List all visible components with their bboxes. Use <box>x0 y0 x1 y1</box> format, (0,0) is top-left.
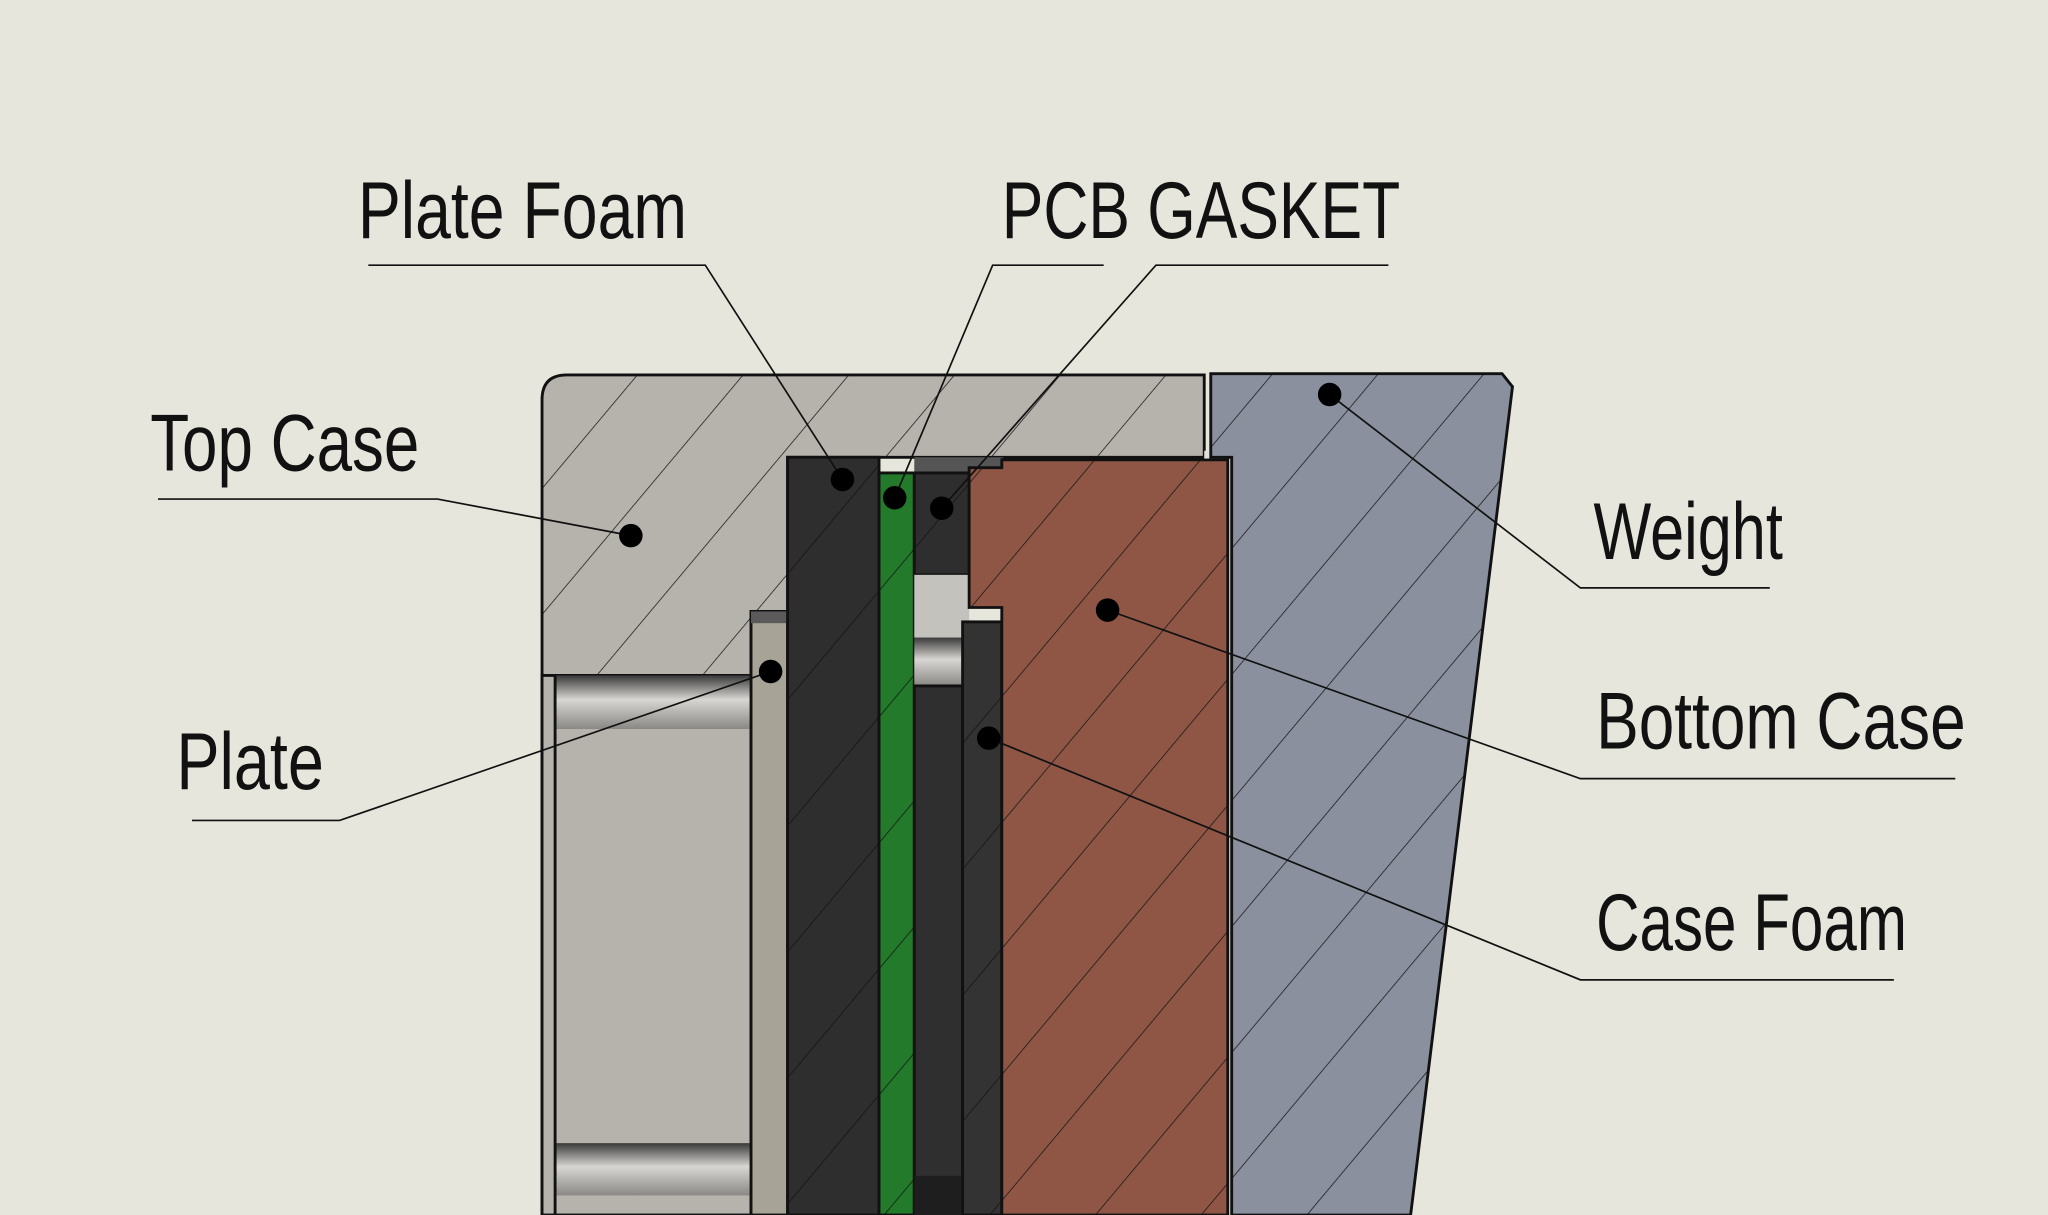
svg-text:PCB GASKET: PCB GASKET <box>1002 166 1400 256</box>
svg-text:Weight: Weight <box>1593 487 1782 577</box>
svg-text:Bottom Case: Bottom Case <box>1596 677 1966 767</box>
svg-text:Plate Foam: Plate Foam <box>358 166 687 256</box>
svg-text:Case Foam: Case Foam <box>1596 878 1907 968</box>
callout-plate: Plate <box>176 659 783 822</box>
bottom-case-part <box>967 450 1231 1215</box>
callout-dot-pcb <box>882 486 907 510</box>
callout-case-foam: Case Foam <box>976 726 1907 981</box>
callout-dot <box>1317 382 1342 407</box>
callout-dot <box>1095 598 1120 622</box>
callout-dot-gasket <box>929 496 954 520</box>
callout-dot <box>619 523 643 548</box>
callout-plate-foam: Plate Foam <box>358 166 855 492</box>
callout-dot <box>976 726 1001 750</box>
callout-bottom-case: Bottom Case <box>1095 598 1966 780</box>
weight-part <box>1209 372 1514 1215</box>
pcb-part <box>877 457 1004 1215</box>
plate-foam-part <box>786 455 881 1215</box>
pcb-gasket-part <box>912 471 971 1215</box>
svg-text:Plate: Plate <box>176 717 324 807</box>
svg-text:Top Case: Top Case <box>150 398 419 488</box>
plate-part <box>749 609 790 1215</box>
case-foam-part <box>961 620 1004 1215</box>
callout-top-case: Top Case <box>150 398 643 548</box>
callout-dot <box>830 467 855 492</box>
callout-pcb-gasket: PCB GASKET <box>882 166 1400 520</box>
callout-weight: Weight <box>1317 382 1783 589</box>
top-case-part <box>540 373 1206 1215</box>
callout-dot <box>758 659 783 684</box>
